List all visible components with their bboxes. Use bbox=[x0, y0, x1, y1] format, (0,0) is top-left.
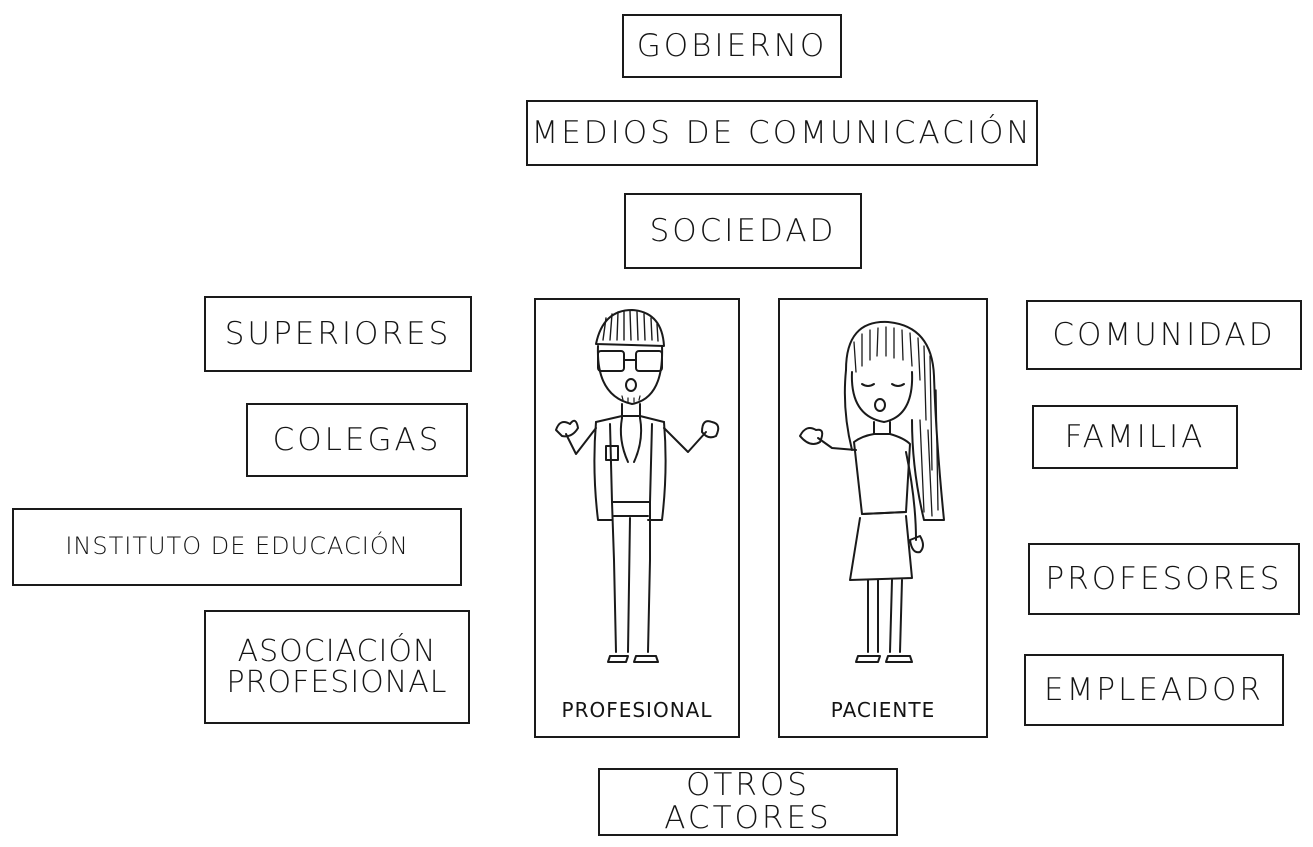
comunidad-label: COMUNIDAD bbox=[1052, 316, 1276, 353]
paciente-panel: PACIENTE bbox=[778, 298, 988, 738]
medios-label: MEDIOS DE COMUNICACIÓN bbox=[531, 114, 1033, 151]
superiores-box: SUPERIORES bbox=[204, 296, 472, 372]
otros-actores-label: OTROS ACTORES bbox=[664, 767, 832, 836]
professional-figure bbox=[555, 309, 720, 663]
colegas-label: COLEGAS bbox=[272, 421, 442, 458]
gobierno-box: GOBIERNO bbox=[622, 14, 842, 78]
medios-de-comunicacion-box: MEDIOS DE COMUNICACIÓN bbox=[526, 100, 1038, 166]
instituto-de-educacion-box: INSTITUTO DE EDUCACIÓN bbox=[12, 508, 462, 586]
paciente-label: PACIENTE bbox=[830, 698, 936, 722]
familia-box: FAMILIA bbox=[1032, 405, 1238, 469]
sociedad-box: SOCIEDAD bbox=[624, 193, 862, 269]
empleador-label: EMPLEADOR bbox=[1044, 671, 1264, 708]
profesores-label: PROFESORES bbox=[1045, 560, 1283, 597]
familia-label: FAMILIA bbox=[1064, 418, 1206, 455]
otros-actores-box: OTROS ACTORES bbox=[598, 768, 898, 836]
asociacion-line2: PROFESIONAL bbox=[226, 665, 448, 700]
comunidad-box: COMUNIDAD bbox=[1026, 300, 1302, 370]
sociedad-label: SOCIEDAD bbox=[649, 212, 837, 249]
superiores-label: SUPERIORES bbox=[224, 315, 452, 352]
profesional-label: PROFESIONAL bbox=[561, 698, 713, 722]
profesores-box: PROFESORES bbox=[1028, 543, 1300, 615]
instituto-label: INSTITUTO DE EDUCACIÓN bbox=[65, 532, 409, 561]
empleador-box: EMPLEADOR bbox=[1024, 654, 1284, 726]
asociacion-line1: ASOCIACIÓN bbox=[237, 633, 437, 669]
patient-figure bbox=[799, 320, 945, 663]
asociacion-profesional-box: ASOCIACIÓN PROFESIONAL bbox=[204, 610, 470, 724]
colegas-box: COLEGAS bbox=[246, 403, 468, 477]
gobierno-label: GOBIERNO bbox=[636, 27, 828, 64]
